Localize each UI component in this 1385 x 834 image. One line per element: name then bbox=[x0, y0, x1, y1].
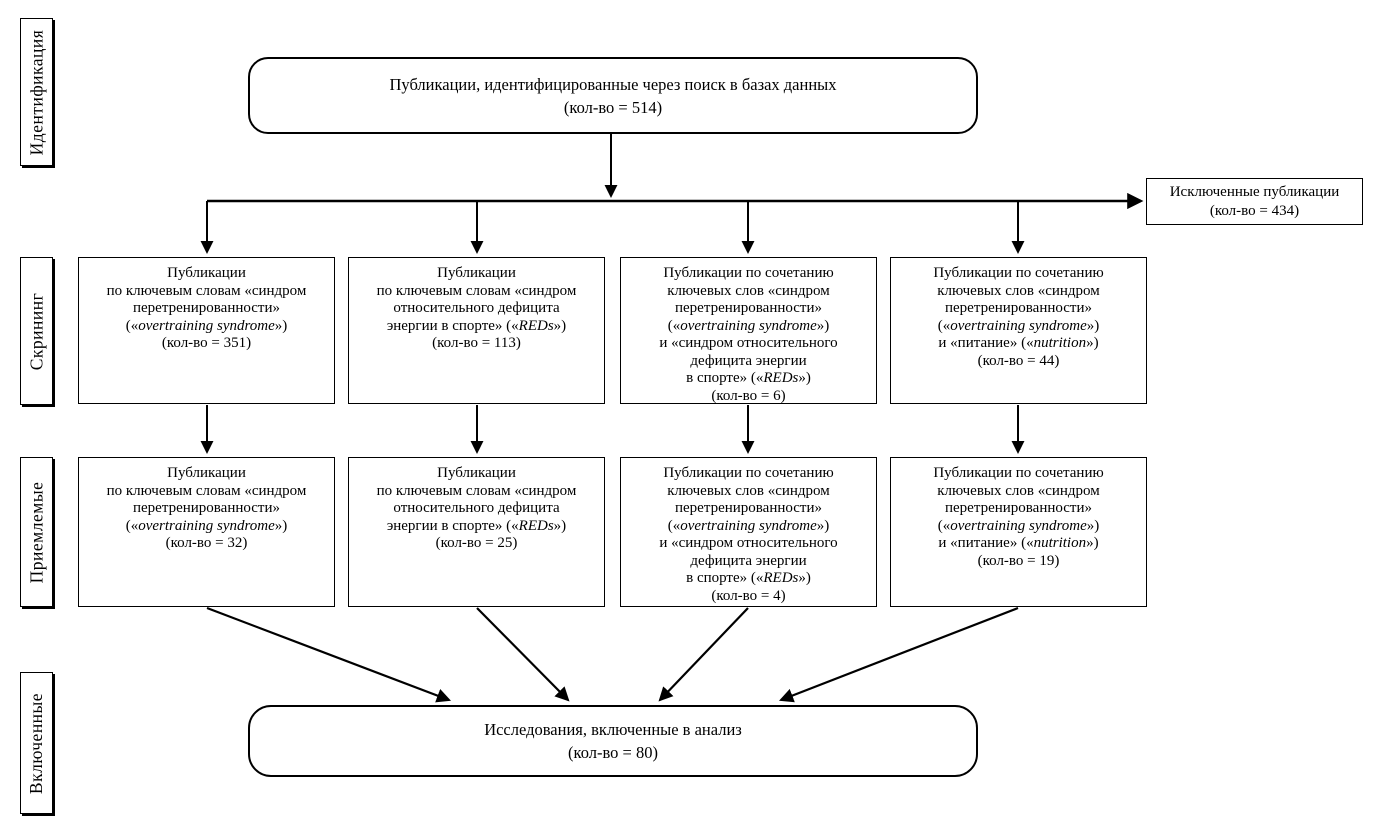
arrow-eligibility-2-to-included bbox=[476, 607, 570, 702]
stage-label-text: Приемлемые bbox=[26, 481, 47, 583]
box-text: Исследования, включенные в анализ(кол-во… bbox=[484, 720, 742, 762]
arrow-eligibility-4-to-included bbox=[779, 606, 1019, 703]
arrow-eligibility-3-to-included bbox=[658, 607, 749, 702]
stage-label-eligibility: Приемлемые bbox=[20, 457, 53, 607]
arrow-eligibility-1-to-included bbox=[206, 606, 452, 703]
stage-label-text: Идентификация bbox=[26, 29, 46, 155]
stage-label-included: Включенные bbox=[20, 672, 53, 814]
stage-label-screening: Скрининг bbox=[20, 257, 53, 405]
stage-label-text: Включенные bbox=[26, 692, 47, 794]
included-studies-box: Исследования, включенные в анализ(кол-во… bbox=[248, 705, 978, 777]
identified-publications-box: Публикации, идентифицированные через пои… bbox=[248, 57, 978, 134]
stage-label-identification: Идентификация bbox=[20, 18, 53, 166]
box-text: Исключенные публикации(кол-во = 434) bbox=[1169, 183, 1340, 219]
excluded-publications-box: Исключенные публикации(кол-во = 434) bbox=[1146, 178, 1363, 225]
stage-label-text: Скрининг bbox=[26, 292, 47, 370]
box-text: Публикации, идентифицированные через пои… bbox=[389, 74, 837, 117]
